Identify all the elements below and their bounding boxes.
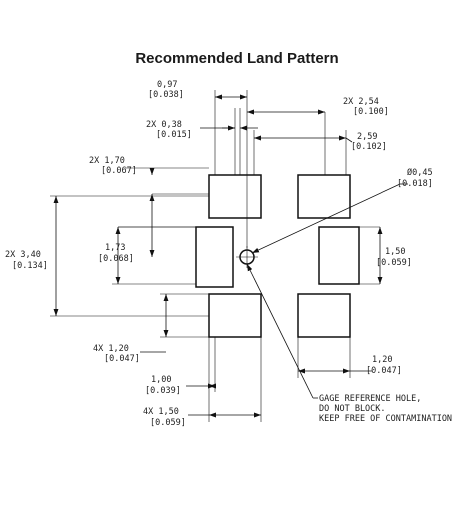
dim-1-73-mm: 1,73 <box>105 243 125 253</box>
pad-middle-right <box>318 226 360 285</box>
pads <box>195 174 360 338</box>
dim-4x-1-50-in: [0.059] <box>150 418 186 428</box>
dimension-lines <box>53 94 408 418</box>
dim-0-97-mm: 0,97 <box>157 80 177 90</box>
dim-3-40-mm: 2X 3,40 <box>5 250 41 260</box>
pad-top-left <box>208 174 262 219</box>
pad-bottom-left <box>208 293 262 338</box>
dim-4x-1-20-mm: 4X 1,20 <box>93 344 129 354</box>
dim-0-97-in: [0.038] <box>148 90 184 100</box>
pad-middle-left <box>195 226 234 288</box>
dim-2-59-mm: 2,59 <box>357 132 377 142</box>
page-title: Recommended Land Pattern <box>135 50 339 67</box>
note-line-2: DO NOT BLOCK. <box>319 404 386 414</box>
dim-0-38-mm: 2X 0,38 <box>146 120 182 130</box>
dim-1-20-in: [0.047] <box>366 366 402 376</box>
dim-2-54-in: [0.100] <box>353 107 389 117</box>
dim-2-59-in: [0.102] <box>351 142 387 152</box>
dim-0-45-mm: Ø0,45 <box>407 167 433 178</box>
dim-4x-1-20-in: [0.047] <box>104 354 140 364</box>
dimension-labels: 0,97 [0.038] 2X 0,38 [0.015] 2X 2,54 [0.… <box>5 80 433 428</box>
note-line-3: KEEP FREE OF CONTAMINATION <box>319 414 452 424</box>
gage-hole-note: GAGE REFERENCE HOLE, DO NOT BLOCK. KEEP … <box>319 394 452 424</box>
dim-1-20-mm: 1,20 <box>372 355 392 365</box>
dim-1-00-mm: 1,00 <box>151 375 171 385</box>
dim-1-70-in: [0.067] <box>101 166 137 176</box>
dim-0-38-in: [0.015] <box>156 130 192 140</box>
pad-top-right <box>297 174 351 219</box>
dim-4x-1-50-mm: 4X 1,50 <box>143 407 179 417</box>
dim-2-54-mm: 2X 2,54 <box>343 97 379 107</box>
dim-1-50-mm: 1,50 <box>385 247 405 257</box>
dim-1-70-mm: 2X 1,70 <box>89 156 125 166</box>
note-line-1: GAGE REFERENCE HOLE, <box>319 394 421 404</box>
dim-3-40-in: [0.134] <box>12 261 48 271</box>
dim-0-45-in: [0.018] <box>397 179 433 189</box>
pad-bottom-right <box>297 293 351 338</box>
dim-1-73-in: [0.068] <box>98 254 134 264</box>
dim-1-50-in: [0.059] <box>376 258 412 268</box>
dim-1-00-in: [0.039] <box>145 386 181 396</box>
